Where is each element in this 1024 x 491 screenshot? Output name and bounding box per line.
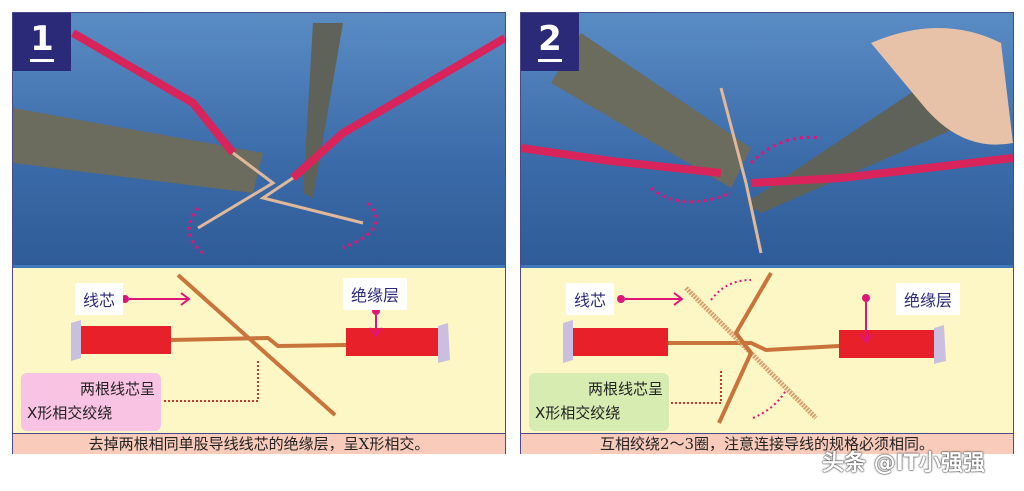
pliers-photo-illustration — [13, 23, 505, 255]
step-1-panel: 1 线芯 绝缘层 两根线芯呈 X形相交绞绕 去掉两根相同单股导线线芯的绝缘层，呈… — [12, 12, 506, 454]
right-insulation — [346, 328, 438, 356]
step-2-panel: 2 线芯 绝缘层 两根线芯呈 X形相交绞绕 互相绞绕2～3圈，注意连接导线的规格… — [520, 12, 1014, 454]
left-insulation — [573, 328, 668, 356]
step-1-photo: 1 — [13, 13, 505, 268]
insulation-label: 绝缘层 — [343, 278, 408, 310]
pliers-photo-illustration — [521, 28, 1013, 254]
right-insulation — [839, 330, 934, 358]
insulation-label: 绝缘层 — [896, 283, 961, 315]
step-number-badge: 1 — [13, 13, 71, 71]
core-label: 线芯 — [75, 283, 124, 315]
step-1-caption: 去掉两根相同单股导线线芯的绝缘层，呈X形相交。 — [13, 433, 505, 454]
step-2-photo: 2 — [521, 13, 1013, 268]
watermark: 头条 @IT小强强 — [822, 451, 985, 476]
step-number-badge: 2 — [521, 13, 579, 71]
step-2-diagram: 线芯 绝缘层 两根线芯呈 X形相交绞绕 — [521, 268, 1013, 433]
twist-note: 两根线芯呈 X形相交绞绕 — [529, 373, 669, 431]
step-1-diagram: 线芯 绝缘层 两根线芯呈 X形相交绞绕 — [13, 268, 505, 433]
twist-note: 两根线芯呈 X形相交绞绕 — [21, 373, 161, 431]
step-2-caption: 互相绞绕2～3圈，注意连接导线的规格必须相同。 — [521, 433, 1013, 454]
left-insulation — [81, 326, 171, 354]
core-label: 线芯 — [566, 283, 615, 315]
